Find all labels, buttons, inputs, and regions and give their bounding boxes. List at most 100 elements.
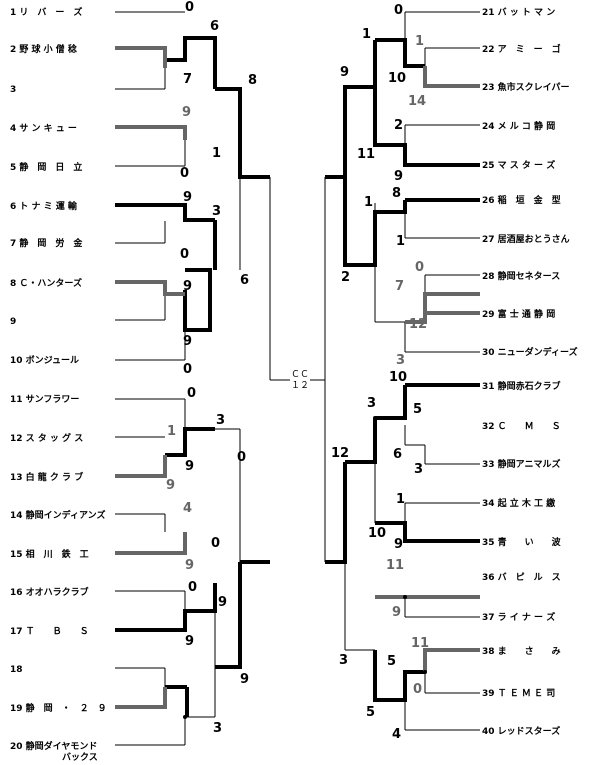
score: 12 xyxy=(409,317,427,332)
score: 10 xyxy=(389,370,407,385)
team-label: 26 稲 垣 金 型 xyxy=(482,194,561,206)
team-label: 22 ア ミ ー ゴ xyxy=(482,43,561,55)
team-label: 7 静 岡 労 金 xyxy=(10,237,83,249)
score: 0 xyxy=(188,580,197,595)
score: 9 xyxy=(340,65,349,80)
score: 1 xyxy=(415,34,424,49)
score: 10 xyxy=(388,71,406,86)
score: 9 xyxy=(183,279,192,294)
score: 1 xyxy=(364,195,373,210)
score: 1 xyxy=(212,146,221,161)
score: 0 xyxy=(394,3,403,18)
runnerup-paths xyxy=(115,46,480,709)
score: 9 xyxy=(183,190,192,205)
score: 14 xyxy=(408,94,426,109)
score: 5 xyxy=(366,705,375,720)
score: 9 xyxy=(185,459,194,474)
score: 3 xyxy=(212,204,221,219)
team-label: 34 起 立 木 工 繳 xyxy=(482,497,555,509)
score: 9 xyxy=(185,634,194,649)
score: 1 xyxy=(396,234,405,249)
score: 11 xyxy=(386,558,404,573)
team-label: 40 レッドスターズ xyxy=(482,725,560,737)
score: 9 xyxy=(166,478,175,493)
score: 9 xyxy=(394,537,403,552)
team-label: 19 静 岡 ・ ２ ９ xyxy=(10,702,107,714)
score: 3 xyxy=(339,653,348,668)
team-label: 16 オオハラクラブ xyxy=(10,586,89,598)
score: 11 xyxy=(357,147,375,162)
left-team-list: 1 リ バ ー ズ 2 野 球 小 僧 稔 3 4 サ ン キ ュ ー 5 静 … xyxy=(10,6,107,763)
score: 9 xyxy=(183,334,192,349)
runnerup-scores: 9 1 9 4 9 1 14 7 0 12 3 11 9 11 0 xyxy=(166,34,429,697)
score: 3 xyxy=(367,396,376,411)
team-label: 8 Ｃ・ハンターズ xyxy=(10,277,82,289)
team-label: 37 ラ イ ナ ー ズ xyxy=(482,611,555,623)
team-label: 36 バ ピ ル ス xyxy=(482,571,561,583)
score: 1 xyxy=(167,424,176,439)
score: 2 xyxy=(341,270,350,285)
team-label: 25 マ ス タ ー ズ xyxy=(482,159,555,171)
score: 3 xyxy=(414,462,423,477)
team-label: 17 Ｔ Ｂ Ｓ xyxy=(10,626,89,637)
score: 7 xyxy=(183,72,192,87)
score: 0 xyxy=(413,682,422,697)
score: 0 xyxy=(183,362,192,377)
score: 9 xyxy=(218,595,227,610)
right-team-list: 21 バ ッ ト マ ン 22 ア ミ ー ゴ 23 魚市スクレイパー 24 メ… xyxy=(482,7,578,737)
score: 11 xyxy=(411,636,429,651)
score: 0 xyxy=(180,247,189,262)
score: 3 xyxy=(396,353,405,368)
team-label: バックス xyxy=(62,752,98,763)
score: 1 xyxy=(396,492,405,507)
score: 12 xyxy=(331,446,349,461)
score: 0 xyxy=(415,260,424,275)
team-label: 35 青 い 波 xyxy=(482,536,562,548)
score: 4 xyxy=(183,501,192,516)
team-label: 6 ト ナ ミ 運 輸 xyxy=(10,200,78,212)
team-label: 20 静岡ダイヤモンド xyxy=(10,740,97,752)
score: 7 xyxy=(395,279,404,294)
score: 9 xyxy=(185,558,194,573)
score: 9 xyxy=(240,672,249,687)
score: 8 xyxy=(392,186,401,201)
team-label: 4 サ ン キ ュ ー xyxy=(10,123,77,134)
score: 9 xyxy=(394,169,403,184)
center-label-line: ＣＣ xyxy=(291,370,309,380)
score: 9 xyxy=(392,605,401,620)
team-label: 27 居酒屋おとうさん xyxy=(482,233,570,245)
team-label: 29 富 士 通 静 岡 xyxy=(482,308,555,320)
score: 10 xyxy=(368,526,386,541)
score: 5 xyxy=(387,654,396,669)
team-label: 2 野 球 小 僧 稔 xyxy=(10,43,77,55)
score: 0 xyxy=(185,0,194,15)
junction-dots xyxy=(183,38,427,719)
team-label: 31 静岡赤石クラブ xyxy=(482,380,561,392)
team-label: 33 静岡アニマルズ xyxy=(482,458,560,470)
team-label: 23 魚市スクレイパー xyxy=(482,81,569,93)
team-label: 14 静岡インディアンズ xyxy=(10,509,106,521)
score: 2 xyxy=(394,118,403,133)
team-label: 18 xyxy=(10,665,23,675)
center-label-line: １２ xyxy=(291,381,309,391)
center-label: ＣＣ １２ xyxy=(291,370,309,391)
score: 0 xyxy=(211,536,220,551)
team-label: 12 ス タ ッ グ ス xyxy=(10,432,83,444)
score: 1 xyxy=(362,27,371,42)
team-label: 24 メ ル コ 静 岡 xyxy=(482,120,555,132)
team-label: 15 相 川 鉄 工 xyxy=(10,548,89,560)
team-label: 13 白 龍 ク ラ ブ xyxy=(10,471,83,483)
score: 4 xyxy=(392,727,401,742)
score: 6 xyxy=(240,273,249,288)
team-label: 21 バ ッ ト マ ン xyxy=(482,7,555,18)
team-label: 3 xyxy=(10,85,16,95)
winner-scores: 0 6 7 8 1 0 9 3 0 6 9 0 0 3 0 9 9 0 9 9 … xyxy=(180,0,423,742)
team-label: 10 ボンジュール xyxy=(10,354,79,366)
winner-paths xyxy=(115,36,480,717)
team-label: 9 xyxy=(10,317,16,327)
score: 3 xyxy=(216,413,225,428)
team-label: 5 静 岡 日 立 xyxy=(10,161,82,173)
score: 6 xyxy=(393,447,402,462)
team-label: 32 Ｃ Ｍ Ｓ xyxy=(482,421,561,432)
